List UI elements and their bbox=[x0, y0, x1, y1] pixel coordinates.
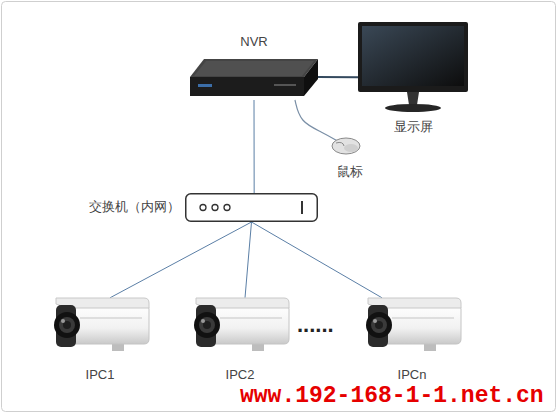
node-label: 交换机（内网） bbox=[68, 199, 180, 215]
nvr-device: NVR bbox=[190, 55, 318, 100]
ip-camera: IPCn bbox=[362, 293, 462, 353]
network-link bbox=[110, 222, 252, 298]
node-label: 显示屏 bbox=[358, 119, 468, 135]
computer-mouse-shape bbox=[331, 137, 361, 155]
display-monitor-shape bbox=[358, 22, 468, 114]
ip-camera: IPC1 bbox=[50, 293, 150, 353]
watermark: www.192-168-1-1.net.cn bbox=[240, 383, 544, 409]
display-monitor: 显示屏 bbox=[358, 22, 468, 114]
nvr-device-shape bbox=[190, 55, 318, 100]
computer-mouse: 鼠标 bbox=[331, 137, 361, 155]
network-link bbox=[295, 100, 339, 142]
network-link bbox=[252, 222, 383, 298]
network-switch: 交换机（内网） bbox=[185, 193, 318, 222]
node-label: 鼠标 bbox=[325, 164, 375, 180]
node-label: IPCn bbox=[362, 367, 462, 383]
node-label: IPC1 bbox=[50, 367, 150, 383]
node-label: IPC2 bbox=[190, 367, 290, 383]
ip-camera: IPC2 bbox=[190, 293, 290, 353]
network-link bbox=[254, 100, 255, 193]
network-link bbox=[245, 222, 252, 298]
ip-camera-shape bbox=[50, 293, 150, 353]
ip-camera-shape bbox=[190, 293, 290, 353]
network-switch-shape bbox=[185, 193, 318, 222]
node-label: NVR bbox=[190, 34, 318, 50]
ellipsis-mark: ...... bbox=[297, 312, 334, 338]
network-link bbox=[318, 76, 358, 78]
ip-camera-shape bbox=[362, 293, 462, 353]
